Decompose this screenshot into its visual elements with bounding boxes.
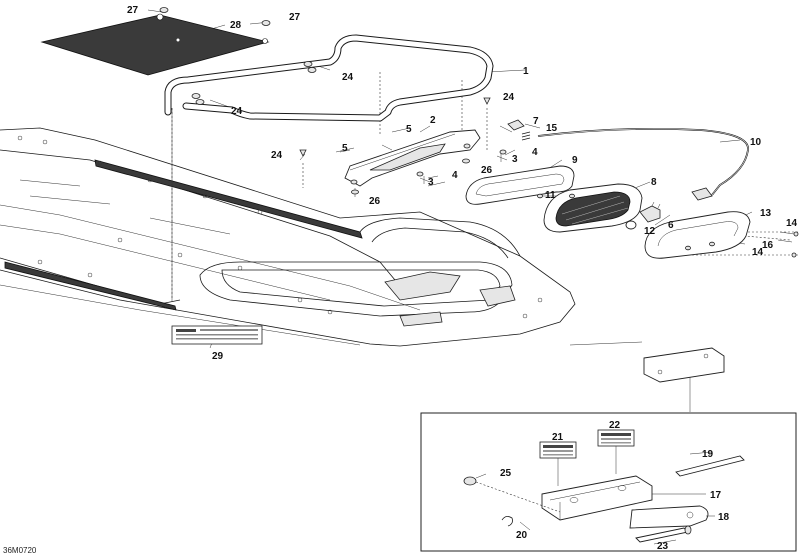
mud-flap[interactable] xyxy=(40,13,270,76)
callout-15: 15 xyxy=(546,123,558,134)
callout-3-a: 3 xyxy=(428,177,434,188)
hitch-bolt[interactable] xyxy=(635,525,692,543)
callout-20: 20 xyxy=(516,530,528,541)
tail-light-housing[interactable] xyxy=(344,129,481,187)
reflector-screw[interactable] xyxy=(537,193,575,199)
callout-10: 10 xyxy=(750,137,762,148)
callout-5-b: 5 xyxy=(342,143,348,154)
drawing-code: 36M0720 xyxy=(3,546,37,555)
callout-14-b: 14 xyxy=(752,247,764,258)
hitch-bracket-preview xyxy=(643,347,725,383)
callout-21: 21 xyxy=(552,432,564,443)
reflector[interactable] xyxy=(543,183,643,233)
callout-4-b: 4 xyxy=(532,147,538,158)
callout-26-b: 26 xyxy=(481,165,493,176)
callout-24-a: 24 xyxy=(342,72,354,83)
callout-1: 1 xyxy=(523,66,529,77)
housing-fastener[interactable] xyxy=(351,158,470,195)
callout-6: 6 xyxy=(668,220,674,231)
callout-27-a: 27 xyxy=(127,5,139,16)
callout-13: 13 xyxy=(760,208,772,219)
callout-3-b: 3 xyxy=(512,154,518,165)
lens-screw-long[interactable] xyxy=(777,231,799,258)
callout-27-b: 27 xyxy=(289,12,301,23)
warning-decal-right[interactable] xyxy=(597,429,635,447)
callout-12: 12 xyxy=(644,226,656,237)
wire-terminal[interactable] xyxy=(521,131,531,141)
handle-fastener[interactable] xyxy=(191,61,491,157)
callout-19: 19 xyxy=(702,449,714,460)
callout-4-a: 4 xyxy=(452,170,458,181)
light-bulb[interactable] xyxy=(625,220,637,230)
callout-18: 18 xyxy=(718,512,730,523)
decal-label[interactable] xyxy=(171,325,263,345)
lens-screw[interactable] xyxy=(685,241,715,251)
tail-light-gasket[interactable] xyxy=(465,165,575,205)
callout-23: 23 xyxy=(657,541,669,552)
bolt[interactable] xyxy=(419,154,508,184)
callout-24-d: 24 xyxy=(271,150,283,161)
callout-labels: 1 2 3 3 4 4 5 5 6 7 8 9 10 11 12 13 14 1… xyxy=(3,5,798,555)
callout-25: 25 xyxy=(500,468,512,479)
hitch-pin[interactable] xyxy=(675,455,745,477)
wire-connector[interactable] xyxy=(507,119,525,131)
tail-light-lens[interactable] xyxy=(644,211,751,259)
chassis-frame xyxy=(0,127,576,347)
callout-8: 8 xyxy=(651,177,657,188)
callout-16: 16 xyxy=(762,240,774,251)
callout-17: 17 xyxy=(710,490,722,501)
callout-26-a: 26 xyxy=(369,196,381,207)
flap-fastener[interactable] xyxy=(159,7,271,26)
callout-14-a: 14 xyxy=(786,218,798,229)
screw[interactable] xyxy=(335,127,411,153)
nut[interactable] xyxy=(416,149,507,177)
callout-24-c: 24 xyxy=(503,92,515,103)
callout-22: 22 xyxy=(609,420,621,431)
callout-9: 9 xyxy=(572,155,578,166)
grab-handle[interactable] xyxy=(164,34,494,122)
callout-7: 7 xyxy=(533,116,539,127)
bulb-socket[interactable] xyxy=(639,201,661,223)
hitch-bracket[interactable] xyxy=(541,475,653,521)
retaining-clip[interactable] xyxy=(501,516,513,527)
callout-29: 29 xyxy=(212,351,224,362)
wiring-harness[interactable] xyxy=(537,127,749,201)
callout-28: 28 xyxy=(230,20,242,31)
hitch-plate[interactable] xyxy=(629,505,709,529)
warning-decal-left[interactable] xyxy=(539,441,577,459)
hitch-cap[interactable] xyxy=(463,476,477,486)
callout-2: 2 xyxy=(430,115,436,126)
detail-leader-lines xyxy=(475,446,715,545)
callout-24-b: 24 xyxy=(231,106,243,117)
callout-11: 11 xyxy=(545,190,556,201)
callout-5-a: 5 xyxy=(406,124,412,135)
